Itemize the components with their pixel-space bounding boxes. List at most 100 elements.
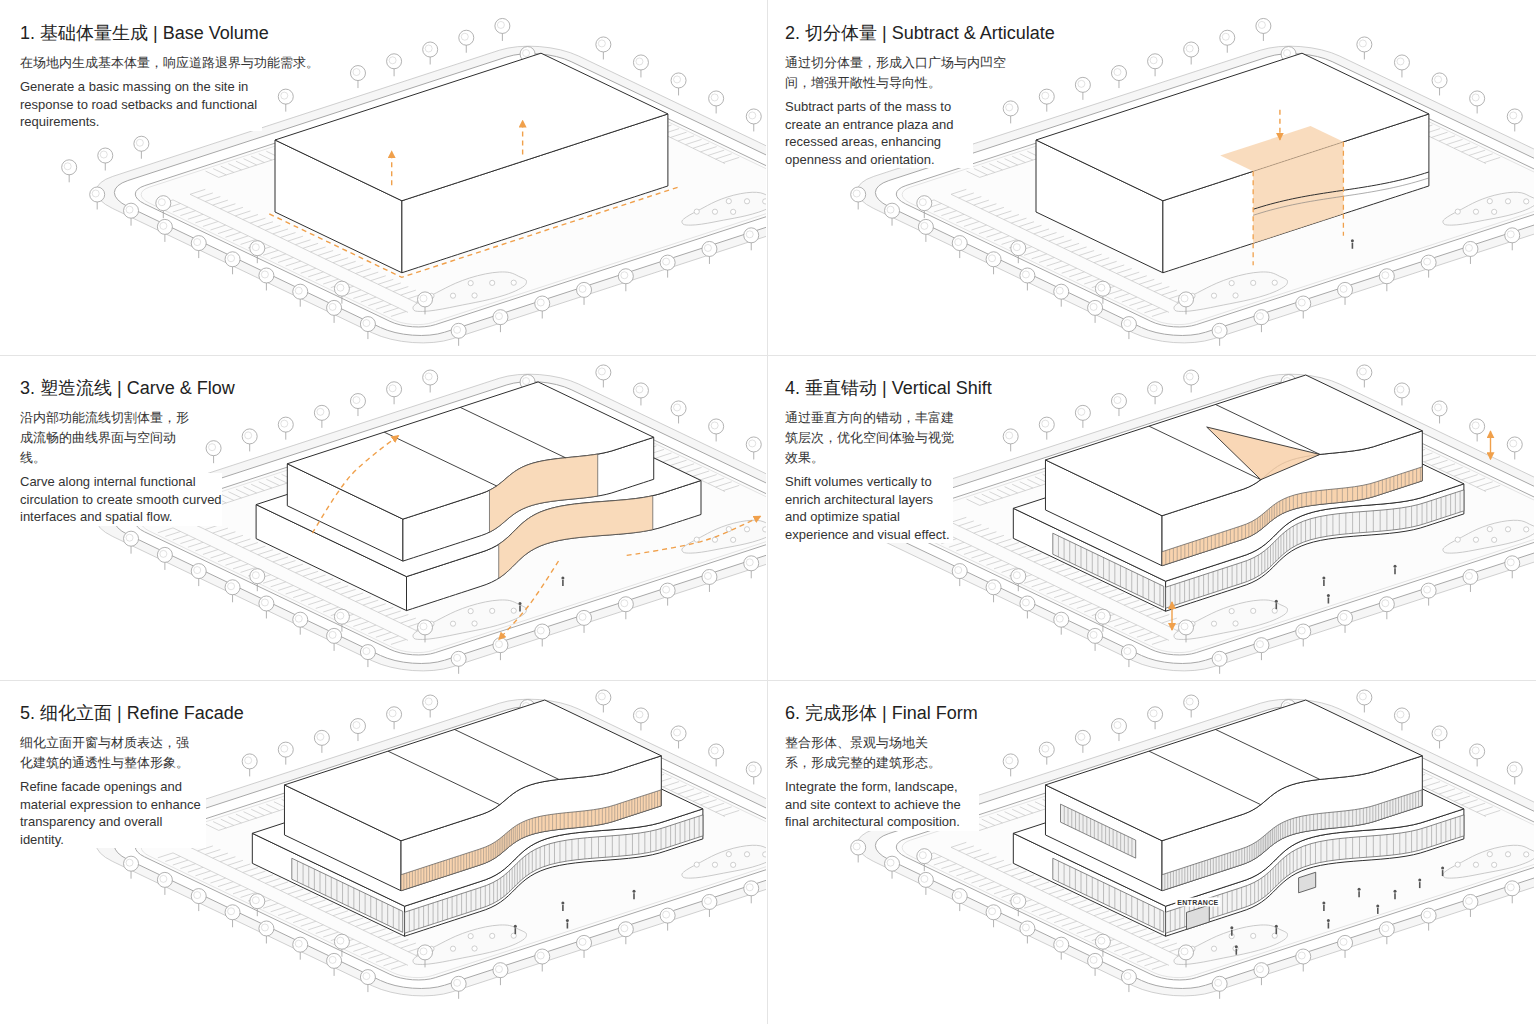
parking-line <box>356 269 371 274</box>
tree-symbol <box>334 281 349 304</box>
shrub <box>1455 209 1460 214</box>
tree-crown <box>618 922 633 937</box>
tree-crown <box>1011 569 1026 584</box>
tree-crown-detail <box>1114 69 1121 76</box>
parking-line <box>959 193 974 198</box>
mullion <box>456 895 457 916</box>
tree-crown-detail <box>663 586 670 593</box>
parking-line <box>1477 482 1493 487</box>
parking-line <box>316 603 331 608</box>
parking-line <box>383 308 398 313</box>
tree-crown <box>1075 405 1090 420</box>
parking-line <box>1027 804 1040 810</box>
parking-line <box>693 143 709 148</box>
tree-symbol <box>1421 583 1436 606</box>
parking-line <box>1109 265 1124 270</box>
parking-line <box>228 860 243 865</box>
tree-symbol <box>1254 310 1269 333</box>
tree-crown-detail <box>353 722 360 729</box>
parking-line <box>280 886 295 891</box>
parking-line <box>368 301 383 306</box>
tree-crown-detail <box>1256 313 1263 320</box>
parking-line <box>383 961 398 966</box>
tree-crown-detail <box>389 385 396 392</box>
mullion <box>1431 500 1432 521</box>
mullion <box>1126 568 1127 589</box>
parking-line <box>228 164 241 170</box>
mullion <box>376 899 377 920</box>
tree-crown <box>157 547 172 562</box>
tree-symbol <box>1011 569 1026 592</box>
parking-line <box>693 796 709 801</box>
tree-crown-detail <box>636 711 643 718</box>
tree-crown-detail <box>1078 80 1085 87</box>
parking-line <box>376 957 391 962</box>
mullion <box>654 792 655 808</box>
parking-line <box>1024 578 1039 583</box>
tree-symbol <box>1338 282 1353 305</box>
mullion <box>442 900 443 921</box>
mullion <box>336 880 337 901</box>
parking-line <box>1049 564 1064 569</box>
mullion <box>500 878 501 899</box>
tree-crown <box>387 54 402 69</box>
tree-crown-detail <box>598 693 605 700</box>
parking-line <box>941 211 956 216</box>
parking-line <box>259 482 272 488</box>
mullion <box>544 845 545 866</box>
mullion <box>460 855 461 871</box>
landscape-outline <box>682 845 766 878</box>
parking-line <box>236 161 249 167</box>
mullion <box>1159 585 1160 606</box>
tree-symbol <box>1463 241 1478 263</box>
process-arrow <box>312 436 398 534</box>
parking-line <box>1049 889 1064 894</box>
glazing-band <box>401 790 661 891</box>
parking-line <box>964 874 979 879</box>
tree-crown <box>1212 323 1227 338</box>
parking-line <box>1054 265 1069 270</box>
glazing-band <box>1162 467 1422 566</box>
tree-symbol <box>746 437 761 460</box>
mullion <box>598 809 599 825</box>
mullion <box>1207 537 1208 551</box>
tree-symbol <box>709 419 724 442</box>
mullion <box>1120 566 1121 587</box>
mullion <box>623 802 624 818</box>
mullion <box>525 855 526 876</box>
parking-line <box>271 254 286 259</box>
mullion <box>489 884 490 905</box>
tree-symbol <box>1095 281 1110 304</box>
tree-crown <box>702 569 717 584</box>
tree-crown-detail <box>317 733 324 740</box>
shrub <box>1487 852 1492 857</box>
shrub <box>1473 862 1478 867</box>
person-body <box>562 580 564 586</box>
tree-crown <box>709 744 724 759</box>
parking-line <box>218 882 233 887</box>
mullion <box>1405 472 1406 486</box>
tree-crown-detail <box>64 163 71 170</box>
landscape-outline <box>682 192 766 225</box>
mullion <box>526 820 527 836</box>
parking-line <box>243 868 258 873</box>
mullion <box>536 849 537 870</box>
parking-line <box>173 535 188 540</box>
parking-line <box>959 521 974 526</box>
mullion <box>507 832 508 848</box>
parking-line <box>341 261 356 266</box>
mullion <box>1412 470 1413 484</box>
tree-crown-detail <box>1150 57 1157 64</box>
tree-symbol <box>191 564 206 587</box>
tree-symbol <box>493 963 508 986</box>
building-massing <box>252 700 703 936</box>
mullion <box>1215 534 1216 548</box>
parking-line <box>1446 792 1462 797</box>
parking-line <box>701 800 717 805</box>
mullion <box>548 815 549 831</box>
shrub <box>712 862 717 867</box>
parking-line <box>994 564 1009 569</box>
mullion <box>1103 558 1104 579</box>
tree-crown-detail <box>1013 572 1020 579</box>
mullion <box>535 817 536 833</box>
